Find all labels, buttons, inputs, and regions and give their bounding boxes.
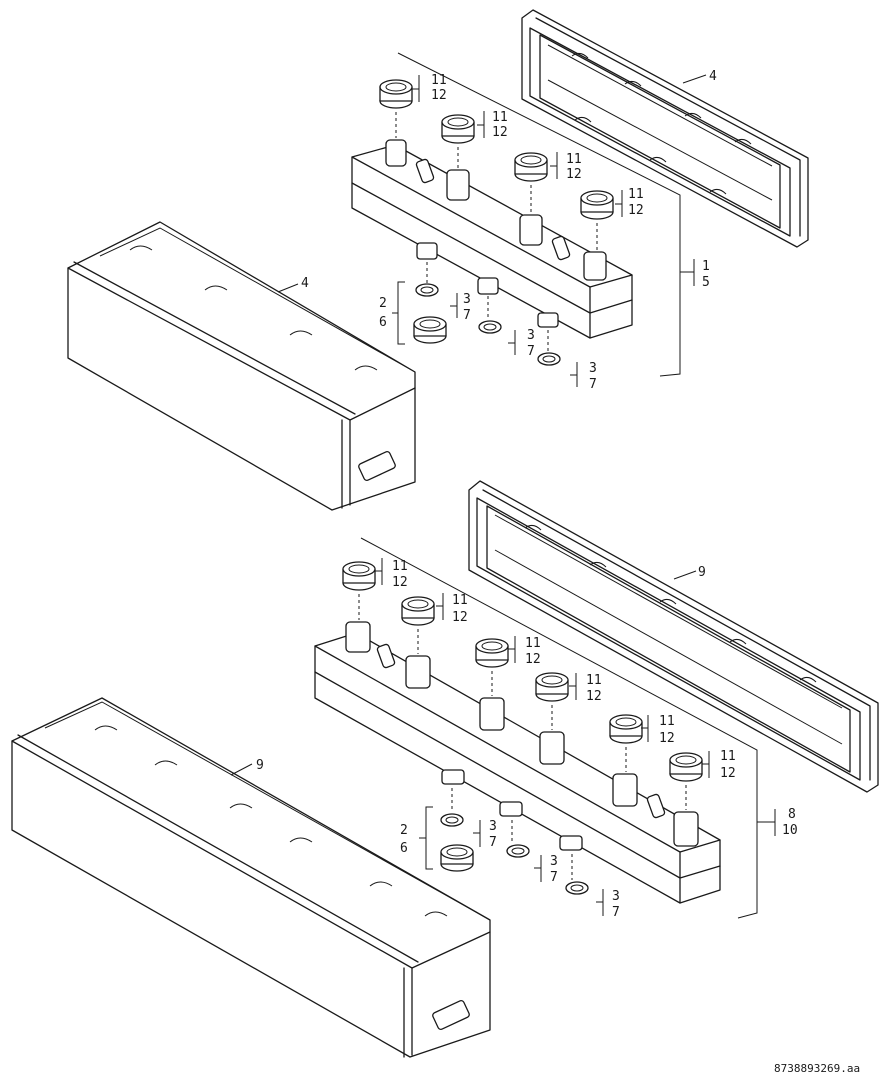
label-7: 7 xyxy=(463,308,471,323)
label-11: 11 xyxy=(720,749,736,764)
label-3: 3 xyxy=(527,328,535,343)
seals-upper xyxy=(413,283,561,366)
part-labels: 4 4 11 12 11 12 11 12 11 12 1 5 2 6 3 7 … xyxy=(256,69,860,1075)
label-11: 11 xyxy=(392,559,408,574)
label-6: 6 xyxy=(379,315,387,330)
label-3: 3 xyxy=(463,292,471,307)
insulation-shell-front-upper xyxy=(67,221,416,511)
label-12: 12 xyxy=(392,575,408,590)
label-11: 11 xyxy=(659,714,675,729)
label-12: 12 xyxy=(525,652,541,667)
label-5: 5 xyxy=(702,275,710,290)
label-7: 7 xyxy=(550,870,558,885)
label-11: 11 xyxy=(452,593,468,608)
label-12: 12 xyxy=(492,125,508,140)
label-11: 11 xyxy=(492,110,508,125)
label-12: 12 xyxy=(628,203,644,218)
label-3: 3 xyxy=(550,854,558,869)
union-nuts-upper xyxy=(379,79,614,220)
label-1: 1 xyxy=(702,259,710,274)
label-2: 2 xyxy=(379,296,387,311)
leader-brackets-upper xyxy=(392,52,695,387)
insulation-shell-back-lower xyxy=(468,480,879,793)
label-9-front: 9 xyxy=(256,758,264,773)
label-7: 7 xyxy=(489,835,497,850)
label-8: 8 xyxy=(788,807,796,822)
label-11: 11 xyxy=(431,73,447,88)
insulation-shell-back-upper xyxy=(521,9,809,248)
label-11: 11 xyxy=(525,636,541,651)
label-11: 11 xyxy=(566,152,582,167)
label-12: 12 xyxy=(586,689,602,704)
union-nuts-lower xyxy=(342,561,703,782)
leader-brackets-lower xyxy=(360,537,776,919)
label-9-back: 9 xyxy=(698,565,706,580)
label-12: 12 xyxy=(566,167,582,182)
label-3: 3 xyxy=(612,889,620,904)
seals-lower xyxy=(440,813,589,895)
label-2: 2 xyxy=(400,823,408,838)
manifold-lower xyxy=(314,621,721,904)
label-11: 11 xyxy=(628,187,644,202)
label-12: 12 xyxy=(431,88,447,103)
label-4-front: 4 xyxy=(301,276,309,291)
label-12: 12 xyxy=(452,610,468,625)
label-3: 3 xyxy=(489,819,497,834)
label-7: 7 xyxy=(589,377,597,392)
label-7: 7 xyxy=(527,344,535,359)
insulation-shell-front-lower xyxy=(11,697,491,1058)
label-10: 10 xyxy=(782,823,798,838)
label-6: 6 xyxy=(400,841,408,856)
label-7: 7 xyxy=(612,905,620,920)
label-11: 11 xyxy=(586,673,602,688)
label-3: 3 xyxy=(589,361,597,376)
label-4-back: 4 xyxy=(709,69,717,84)
manifold-upper xyxy=(351,139,633,339)
label-12: 12 xyxy=(659,731,675,746)
label-12: 12 xyxy=(720,766,736,781)
figure-id: 8738893269.aa xyxy=(774,1062,860,1075)
